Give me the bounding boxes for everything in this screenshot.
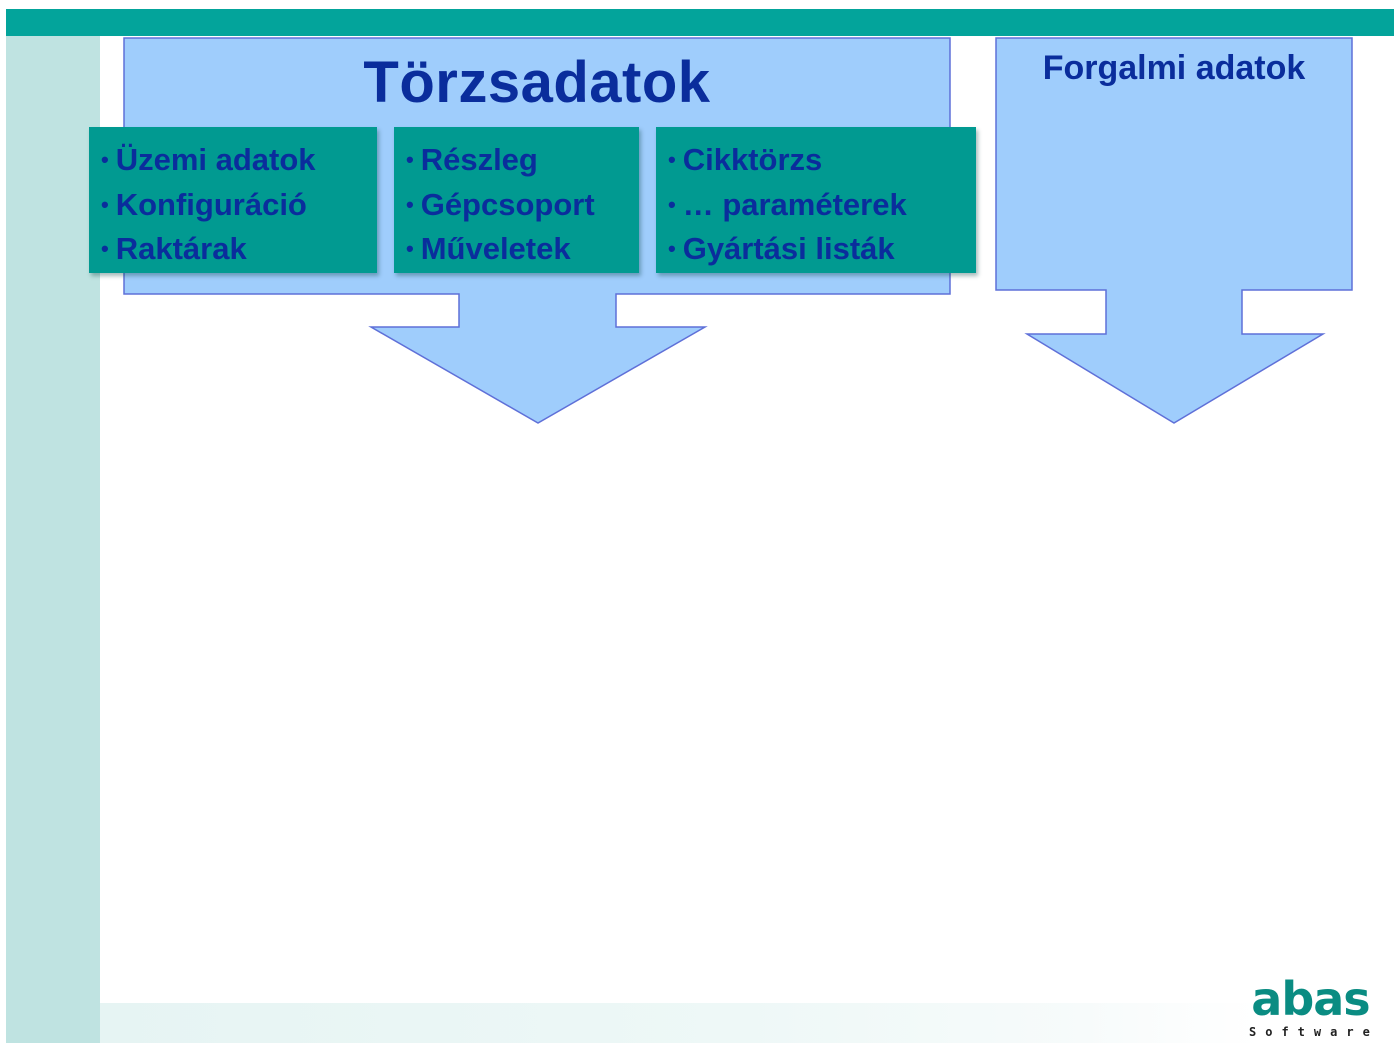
transaction-data-title: Forgalmi adatok [1042,49,1306,87]
left-accent-band [6,36,100,1043]
list-item: Gépcsoport [406,184,639,229]
list-item: Konfiguráció [101,184,377,229]
bullet-list: Üzemi adatok Konfiguráció Raktárak [101,139,377,273]
bottom-gradient-band [100,1003,1260,1043]
top-accent-band [6,9,1394,36]
logo-subtitle: Software [1249,1025,1379,1039]
abas-logo: abas Software [1243,972,1379,1039]
master-data-group-item: Cikktörzs … paraméterek Gyártási listák [656,127,976,273]
bullet-list: Részleg Gépcsoport Műveletek [406,139,639,273]
list-item: Műveletek [406,228,639,273]
logo-wordmark: abas [1251,972,1370,1026]
list-item: Cikktörzs [668,139,976,184]
list-item: … paraméterek [668,184,976,229]
master-data-group-plant: Üzemi adatok Konfiguráció Raktárak [89,127,377,273]
list-item: Gyártási listák [668,228,976,273]
master-data-group-department: Részleg Gépcsoport Műveletek [394,127,639,273]
bullet-list: Cikktörzs … paraméterek Gyártási listák [668,139,976,273]
master-data-title: Törzsadatok [363,50,711,115]
list-item: Raktárak [101,228,377,273]
list-item: Részleg [406,139,639,184]
list-item: Üzemi adatok [101,139,377,184]
transaction-data-arrow [995,37,1353,424]
